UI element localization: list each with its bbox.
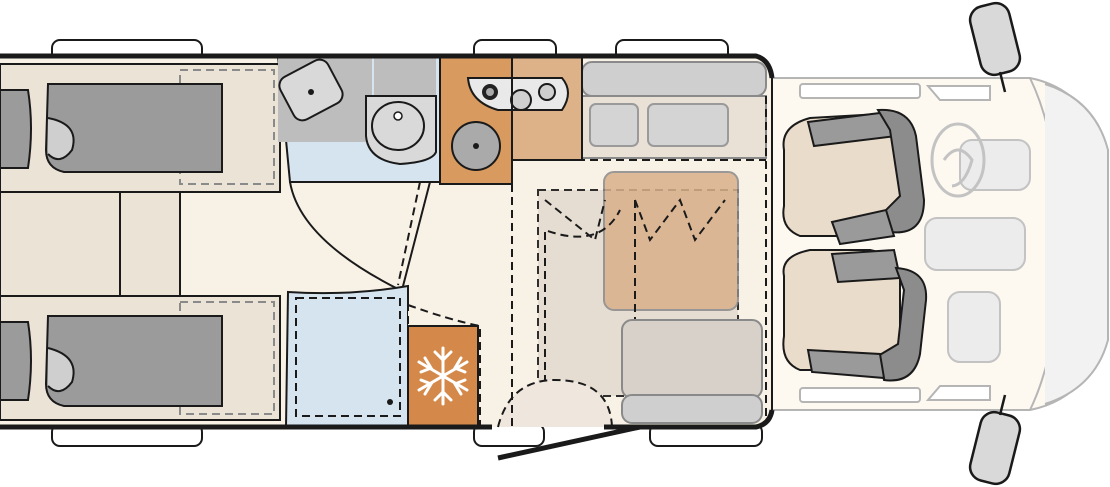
cab-seat-top (782, 108, 926, 246)
washroom (276, 55, 441, 183)
kitchen (439, 55, 583, 185)
interior-walls (289, 181, 512, 291)
kitchen-sink (451, 121, 501, 171)
cab-seat-bottom (782, 248, 928, 382)
fridge (407, 303, 481, 428)
rear-bed-top (0, 63, 281, 193)
toilet (365, 95, 437, 166)
snowflake-icon (417, 346, 469, 406)
bed-extension (0, 191, 181, 297)
side-mirrors (968, 1, 1022, 486)
shower (284, 284, 409, 428)
entry-door (497, 424, 641, 461)
dinette-bench (512, 56, 767, 161)
hob (466, 77, 569, 111)
cab (771, 1, 1109, 486)
rear-bed-bottom (0, 295, 281, 421)
drop-down-bed (497, 96, 767, 428)
steering-wheel-icon (930, 122, 986, 198)
outer-shell (0, 53, 775, 430)
washbasin (278, 58, 344, 122)
